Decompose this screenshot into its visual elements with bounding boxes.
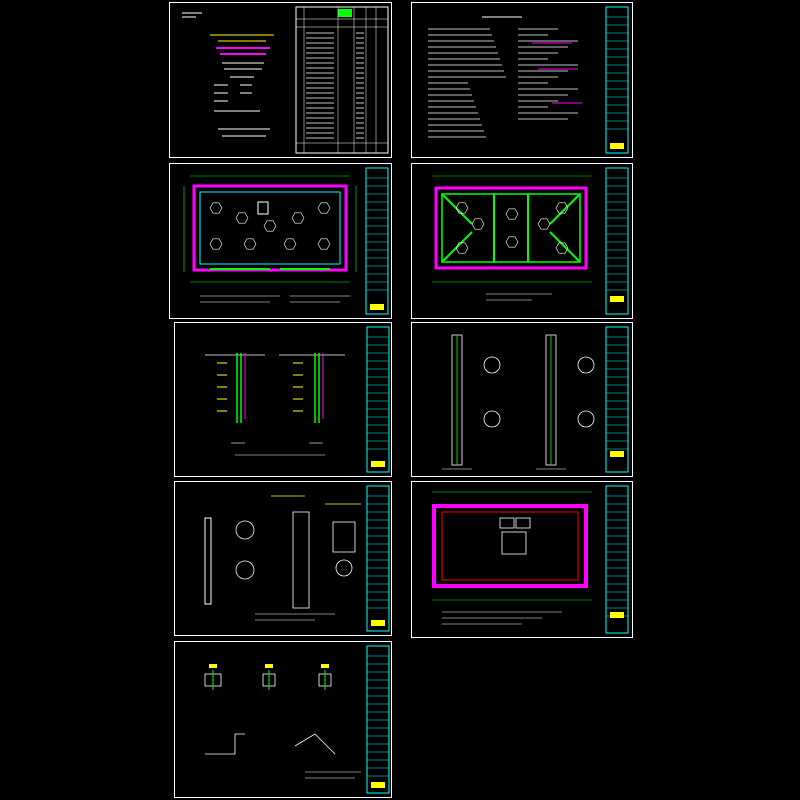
sheet-pile-details-1[interactable] (411, 322, 633, 477)
pile-drawing-1 (442, 326, 629, 473)
pile-cap-mark (455, 202, 469, 214)
sheet-cover-and-index[interactable] (169, 2, 392, 158)
pile-cap-mark (317, 202, 331, 214)
sheet-wall-sections[interactable] (174, 322, 392, 477)
sheet-design-notes[interactable] (411, 2, 633, 158)
pile-cap-mark (317, 238, 331, 250)
pile-cap-mark (263, 220, 277, 232)
pile-cap-mark (505, 208, 519, 220)
pile-cap-mark (209, 202, 223, 214)
pile-cap-mark (455, 242, 469, 254)
cover-drawing (182, 6, 389, 154)
pile-cap-mark (471, 218, 485, 230)
sheet-foundation-plan-2[interactable] (411, 163, 633, 319)
pile-cap-mark (243, 238, 257, 250)
pile-cap-mark (209, 238, 223, 250)
sheet-roof-plan[interactable] (411, 481, 633, 638)
pile-drawing-2 (204, 485, 390, 632)
sheet-node-details[interactable] (174, 641, 392, 798)
pile-cap-mark (283, 238, 297, 250)
pile-cap-mark (555, 202, 569, 214)
pile-cap-mark (291, 212, 305, 224)
sheet-pile-details-2[interactable] (174, 481, 392, 636)
section-drawing (205, 326, 390, 473)
pile-cap-mark (235, 212, 249, 224)
pile-cap-mark (537, 218, 551, 230)
plan-drawing-2 (432, 167, 629, 315)
node-drawing (204, 645, 390, 794)
sheet-foundation-plan-1[interactable] (169, 163, 392, 319)
pile-cap-mark (505, 236, 519, 248)
notes-drawing (428, 6, 629, 154)
roof-plan-drawing (432, 485, 629, 634)
pile-cap-mark (555, 242, 569, 254)
plan-drawing-1 (183, 167, 389, 315)
